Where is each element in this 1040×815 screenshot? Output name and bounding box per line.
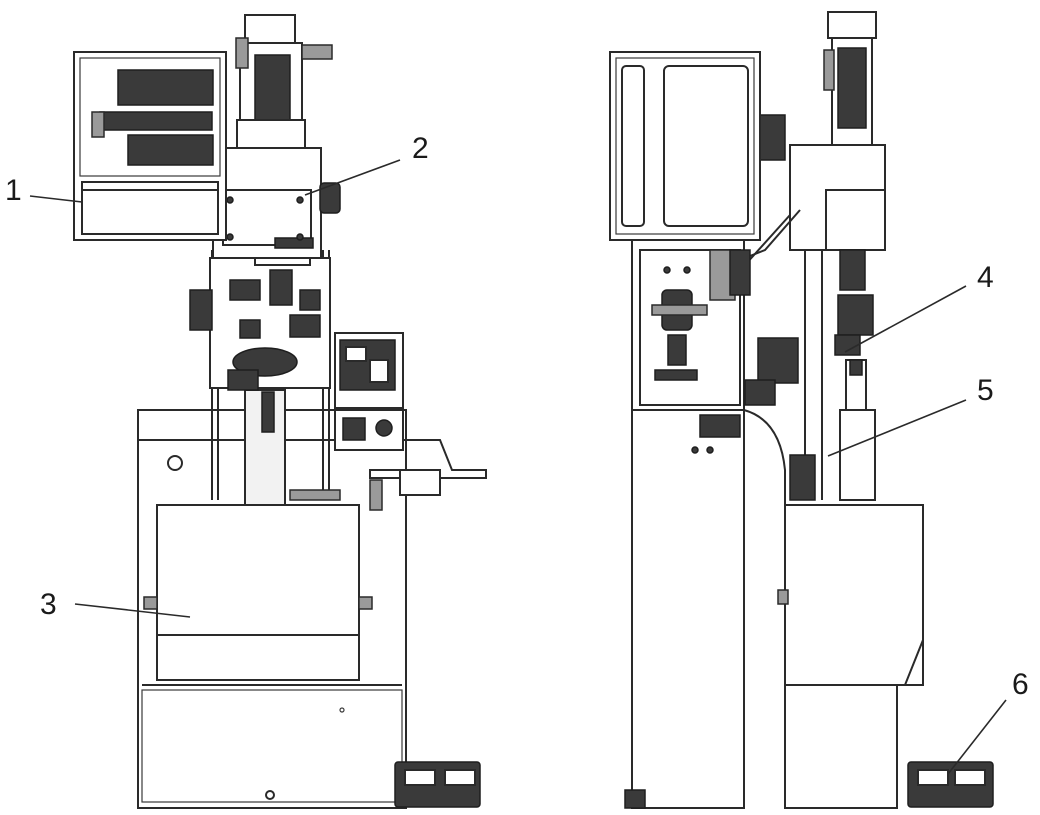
callout-3: 3 [40, 588, 57, 621]
leader-1 [29, 195, 83, 203]
leader-2 [304, 159, 401, 196]
leader-5 [827, 399, 967, 457]
leader-6 [947, 699, 1007, 775]
callout-numbers: 1 2 3 4 5 6 [5, 132, 1029, 701]
side-view [609, 11, 994, 809]
callout-4: 4 [977, 261, 994, 294]
callout-1: 1 [5, 174, 22, 207]
callout-2: 2 [412, 132, 429, 165]
callout-leaders [29, 159, 1007, 775]
material-container [156, 504, 360, 681]
leader-4 [844, 285, 967, 353]
front-view [73, 14, 487, 809]
leader-3 [74, 603, 191, 618]
callout-5: 5 [977, 374, 994, 407]
callout-6: 6 [1012, 668, 1029, 701]
